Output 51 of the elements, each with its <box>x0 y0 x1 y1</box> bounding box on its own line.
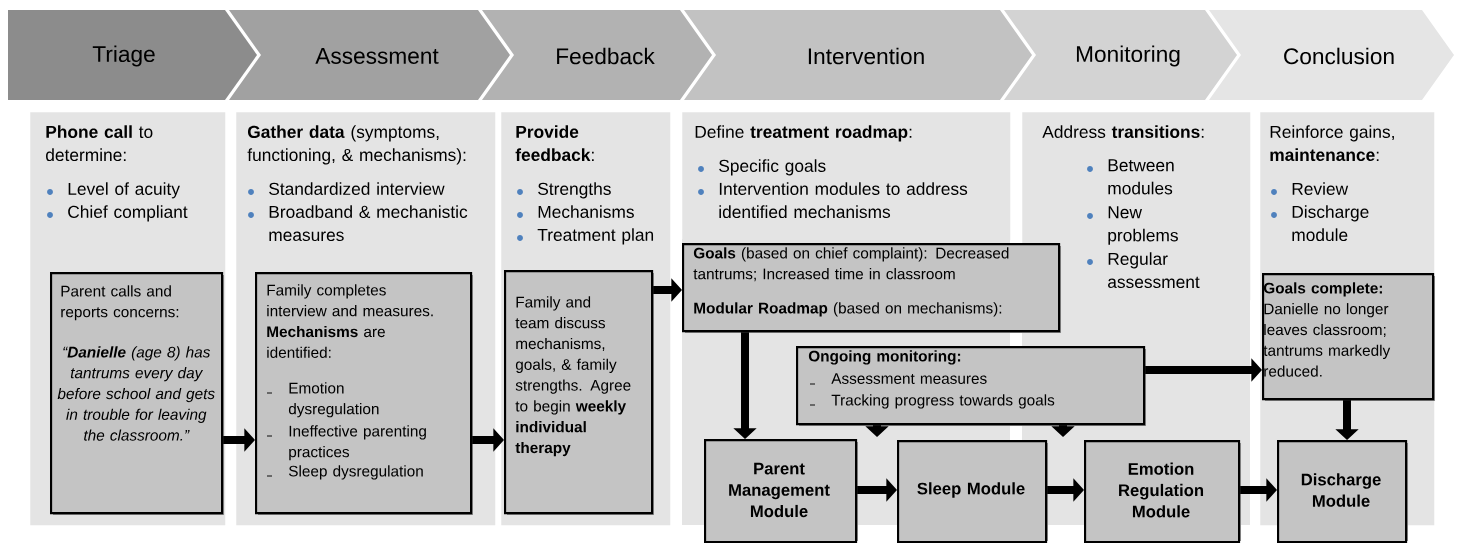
box-text: Goals complete: Danielle no longer leaves classroom; tantrums markedly reduced. <box>1263 282 1391 377</box>
dash-item: Assessment measures <box>809 373 987 385</box>
text-box <box>50 272 224 515</box>
bullet-item: New problems <box>1087 206 1178 245</box>
text-box <box>255 272 473 515</box>
heading-text: Gather data (symptoms, functioning, & mechanisms): <box>247 125 466 165</box>
module-box: Discharge Module <box>1277 440 1408 543</box>
column-panel <box>682 112 1011 241</box>
phase-banner: Intervention <box>684 10 1032 100</box>
heading-text: Phone call to determine: <box>46 125 153 162</box>
bullet-item: Chief compliant <box>47 205 188 222</box>
bullet-item: Standardized interview <box>248 182 445 195</box>
box-heading: Ongoing monitoring: <box>808 350 961 365</box>
module-box: Sleep Module <box>897 440 1048 543</box>
phase-banner: Feedback <box>482 10 712 100</box>
phase-banner: Assessment <box>229 10 510 100</box>
dash-item: Sleep dysregulation <box>266 465 423 480</box>
box-text: Family and team discuss mechanisms, goals, & family strengths. Agree to begin weekly individual therapy <box>515 296 631 457</box>
box-text: Parent calls and reports concerns: <box>61 285 179 321</box>
phase-banner: Triage <box>8 10 257 100</box>
bullet-item: Intervention modules to address identified mechanisms <box>698 182 968 219</box>
text-box <box>504 270 654 515</box>
module-box: Emotion Regulation Module <box>1084 440 1241 543</box>
box-text: Goals (based on chief complaint): Decreased tantrums; Increased time in classroom <box>693 247 1009 282</box>
bullet-item: Level of acuity <box>47 182 180 199</box>
column-panel <box>1022 112 1251 301</box>
text-box <box>1262 273 1435 401</box>
box-text: Modular Roadmap (based on mechanisms): <box>694 302 1002 317</box>
heading-text: Reinforce gains, maintenance: <box>1270 125 1394 162</box>
text-box <box>682 243 1061 333</box>
dash-item: Tracking progress towards goals <box>809 394 1055 409</box>
bullet-item: Between modules <box>1087 159 1174 195</box>
heading-text: Define treatment roadmap: <box>695 125 912 142</box>
bullet-item: Regular assessment <box>1087 252 1200 289</box>
bullet-item: Strengths <box>517 182 611 199</box>
dash-item: Emotion dysregulation <box>266 382 379 418</box>
dash-item: Ineffective parenting practices <box>266 425 426 461</box>
module-box: Parent Management Module <box>704 439 858 543</box>
bullet-item: Discharge module <box>1271 205 1369 242</box>
bullet-item: Treatment plan <box>517 228 653 245</box>
bullet-item: Review <box>1271 182 1349 195</box>
phase-banner: Monitoring <box>1004 10 1237 100</box>
bullet-item: Mechanisms <box>517 205 634 218</box>
heading-text: Address transitions: <box>1042 125 1204 138</box>
box-text: Family completes interview and measures. Mechanisms are identified: <box>267 284 433 358</box>
quote-text: “Danielle (age 8) has tantrums every day before school and gets in trouble for leaving the classroom.” <box>57 346 215 441</box>
bullet-item: Specific goals <box>698 159 826 176</box>
phase-banner: Conclusion <box>1209 10 1454 100</box>
bullet-item: Broadband & mechanistic measures <box>248 205 468 242</box>
text-box <box>796 346 1146 426</box>
heading-text: Provide feedback: <box>515 125 594 162</box>
